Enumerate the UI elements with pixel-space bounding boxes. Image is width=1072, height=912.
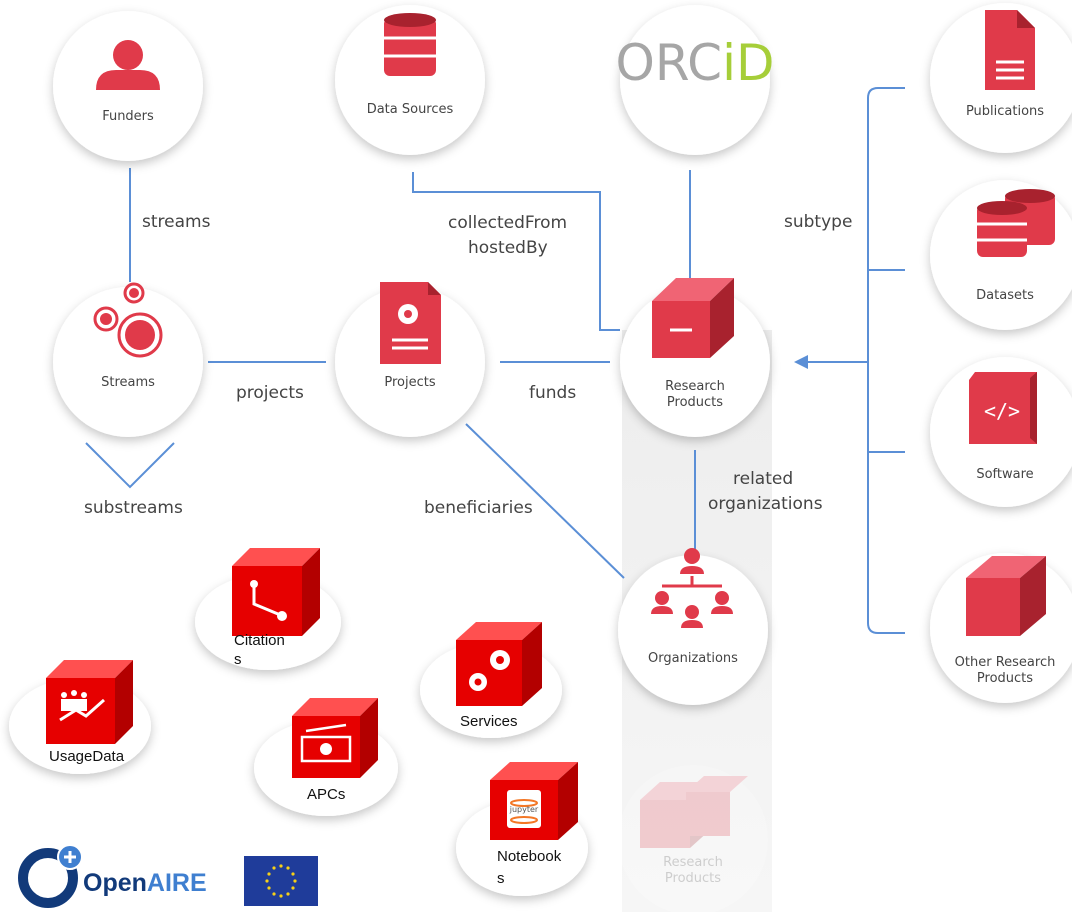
link-datasources-research [412, 172, 620, 331]
svg-text:</>: </> [984, 399, 1020, 423]
subtype-arrowhead [794, 355, 808, 369]
edge-label-beneficiaries: beneficiaries [424, 498, 533, 518]
money-icon [300, 723, 352, 763]
org-chart-icon [651, 548, 733, 628]
edge-label-collected-from: collectedFrom [448, 213, 567, 233]
datasets-label: Datasets [976, 288, 1034, 303]
edge-label-projects: projects [236, 383, 304, 403]
node-faded-research-products: Research Products [618, 765, 768, 912]
notebooks-label-1: Notebook [497, 848, 562, 865]
edge-label-hosted-by: hostedBy [468, 238, 548, 258]
node-organizations[interactable]: Organizations [618, 548, 768, 705]
notebooks-cube-icon: jupyter [490, 762, 578, 840]
node-citations[interactable]: Citation s [195, 548, 341, 670]
edge-label-streams: streams [142, 212, 211, 232]
research-label-2: Products [667, 395, 723, 410]
eu-stars [265, 864, 297, 898]
subtype-bracket [867, 87, 905, 634]
services-cube-icon [456, 622, 542, 706]
openaire-logo[interactable]: OpenAIRE [18, 844, 207, 908]
node-projects[interactable]: Projects [335, 282, 485, 437]
projects-label: Projects [384, 375, 435, 390]
node-data-sources[interactable]: Data Sources [335, 5, 485, 155]
code-file-icon: </> [969, 372, 1037, 444]
funders-label: Funders [102, 109, 154, 124]
edge-label-related-1: related [733, 469, 793, 489]
citations-label-1: Citation [234, 632, 285, 649]
usage-cube-icon [46, 660, 133, 744]
node-usage-data[interactable]: UsageData [9, 660, 151, 774]
box-icon [652, 278, 734, 358]
apcs-label: APCs [307, 786, 345, 803]
edge-label-subtype: subtype [784, 212, 852, 232]
link-substreams [85, 442, 175, 489]
database-icon [384, 13, 436, 76]
node-software[interactable]: </> Software [930, 357, 1072, 507]
other-label-1: Other Research [955, 655, 1056, 670]
organizations-label: Organizations [648, 651, 738, 666]
services-label: Services [460, 713, 518, 730]
software-label: Software [976, 467, 1033, 482]
project-document-icon [380, 282, 441, 364]
links [85, 87, 905, 634]
notebooks-label-2: s [497, 870, 505, 887]
publications-label: Publications [966, 104, 1044, 119]
box-icon [966, 556, 1046, 636]
node-datasets[interactable]: Datasets [930, 180, 1072, 330]
apc-cube-icon [292, 698, 378, 778]
eu-flag [244, 856, 318, 906]
node-research-products[interactable]: Research Products [620, 278, 770, 437]
edge-label-funds: funds [529, 383, 576, 403]
bubbles-icon [93, 282, 163, 358]
node-publications[interactable]: Publications [930, 3, 1072, 153]
openaire-wordmark: OpenAIRE [83, 869, 207, 897]
other-label-2: Products [977, 671, 1033, 686]
node-services[interactable]: Services [420, 622, 562, 738]
document-icon [985, 10, 1035, 90]
orcid-logo: ORCiD [616, 34, 775, 92]
node-orcid[interactable]: ORCiD [616, 5, 786, 155]
edge-label-substreams: substreams [84, 498, 183, 518]
jupyter-logo: jupyter [509, 805, 539, 814]
faded-label-1: Research [663, 855, 723, 870]
faded-label-2: Products [665, 871, 721, 886]
usage-data-label: UsageData [49, 748, 125, 765]
citations-label-2: s [234, 651, 242, 668]
streams-label: Streams [101, 375, 155, 390]
citation-cube-icon [232, 548, 320, 636]
node-other-research-products[interactable]: Other Research Products [930, 553, 1072, 703]
edge-label-related-2: organizations [708, 494, 823, 514]
node-notebooks[interactable]: jupyter Notebook s [456, 762, 588, 896]
data-sources-label: Data Sources [367, 102, 454, 117]
link-projects-organizations [465, 423, 625, 579]
datasets-icon [977, 189, 1055, 257]
research-label-1: Research [665, 379, 725, 394]
node-apcs[interactable]: APCs [254, 698, 398, 816]
node-streams[interactable]: Streams [53, 282, 203, 437]
users-chart-icon [61, 690, 87, 711]
node-funders[interactable]: Funders [53, 11, 203, 161]
person-icon [96, 40, 160, 90]
